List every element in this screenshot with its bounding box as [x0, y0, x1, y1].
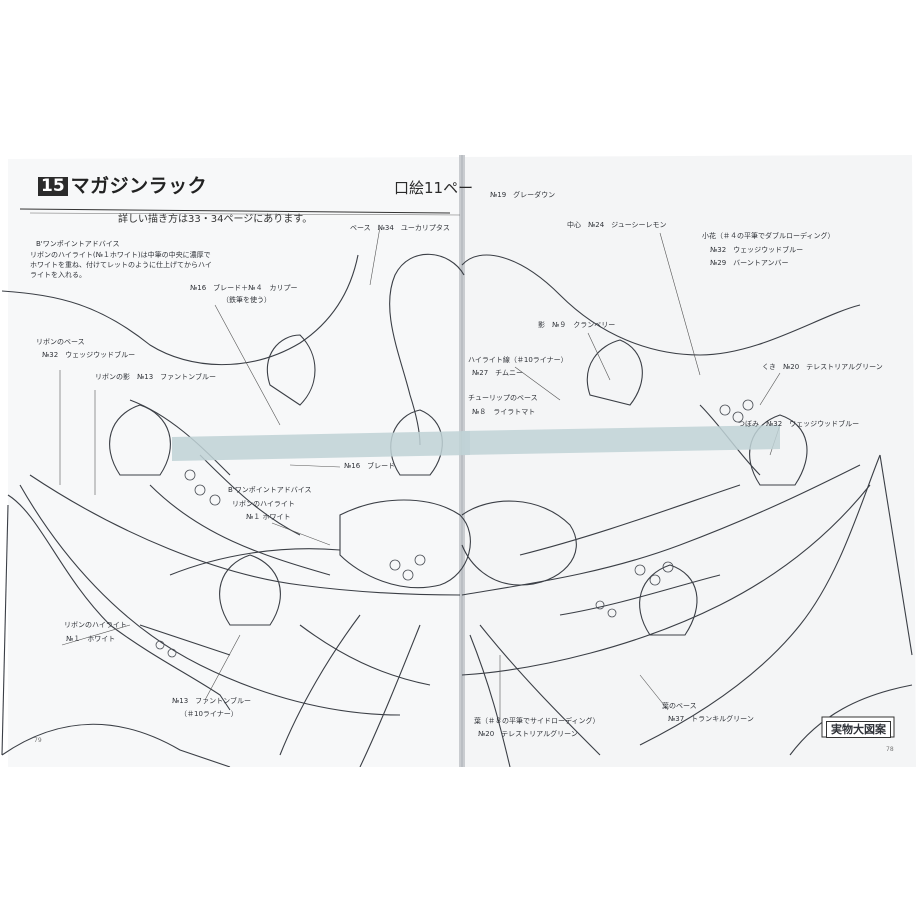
advice-heading: B'ワンポイントアドバイス [36, 240, 120, 248]
section-title: 15 マガジンラック [38, 177, 207, 196]
page-number-right: 78 [886, 746, 894, 753]
label-stem: くき №20 テレストリアルグリーン [762, 363, 883, 371]
label-braid2: №16 ブレード [344, 462, 396, 470]
advice2-line: №１ ホワイト [246, 513, 291, 521]
label-braid: №16 ブレード＋№４ カリプー [190, 284, 298, 292]
label-highlight: ハイライト線（＃10ライナー） [468, 356, 568, 364]
label-flower: 小花（＃４の平筆でダブルローディング） [702, 232, 835, 240]
page-number-left: 79 [34, 737, 42, 744]
label-shadow: 影 №９ クランベリー [538, 321, 616, 329]
pattern-line-art [1, 155, 916, 767]
subtitle: 詳しい描き方は33・34ページにあります。 [118, 214, 313, 225]
label-tulip-base-color: №８ ライラトマト [472, 408, 536, 416]
label-ribbon-highlight-color: №１ ホワイト [66, 635, 116, 643]
label-bottom-color: №13 ファントンブルー [172, 697, 251, 705]
label-bud: つぼみ №32 ウェッジウッドブルー [738, 420, 860, 428]
page-reference: 口絵11ペー [394, 179, 474, 197]
advice2-heading: B'ワンポイントアドバイス [228, 486, 312, 494]
label-leaf-base: 葉のベース [662, 702, 697, 710]
advice-line: ホワイトを重ね、付けてレットのように仕上げてからハイ [30, 261, 212, 269]
open-book-spread: 15 マガジンラック 口絵11ペー 詳しい描き方は33・34ページにあります。 … [0, 155, 920, 767]
label-base: ベース №34 ユーカリプタス [350, 224, 450, 232]
label-braid-note: （鉄筆を使う） [222, 296, 271, 304]
label-highlight-color: №27 チムニー [472, 369, 524, 377]
label-ribbon-base: リボンのベース [36, 338, 85, 346]
section-number: 15 [38, 177, 68, 196]
advice-line: ライトを入れる。 [30, 271, 86, 279]
label-flower-color2: №29 バーントアンバー [710, 259, 789, 267]
section-name: マガジンラック [70, 175, 208, 197]
label-leaf: 葉（＃８の平筆でサイドローディング） [474, 717, 600, 725]
label-ribbon-highlight: リボンのハイライト [64, 621, 127, 629]
label-leaf-color: №20 テレストリアルグリーン [478, 730, 578, 738]
label-center: 中心 №24 ジューシーレモン [567, 221, 667, 229]
label-flower-color1: №32 ウェッジウッドブルー [710, 246, 804, 254]
label-ribbon-base-color: №32 ウェッジウッドブルー [42, 351, 136, 359]
label-bottom-note: （＃10ライナー） [180, 710, 238, 718]
label-ribbon-shadow: リボンの影 №13 ファントンブルー [95, 373, 216, 381]
label-tulip-base: チューリップのベース [468, 394, 538, 402]
advice2-line: リボンのハイライト [232, 500, 295, 508]
actual-size-box: 実物大図案 [826, 721, 891, 738]
advice-line: リボンのハイライト(№１ホワイト)は中筆の中央に濃厚で [30, 251, 211, 259]
label-leaf-base-color: №37 トランキルグリーン [668, 715, 754, 723]
label-gray-gown: №19 グレーダウン [490, 191, 556, 199]
